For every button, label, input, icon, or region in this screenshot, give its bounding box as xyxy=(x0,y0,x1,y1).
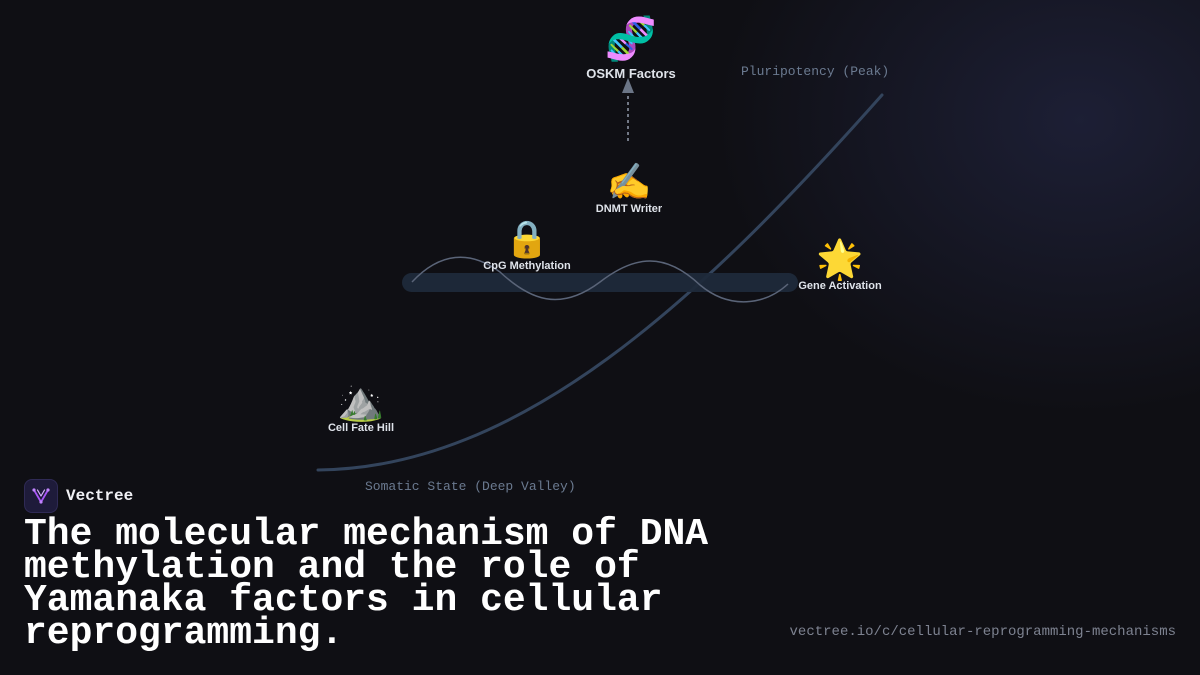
valley-label: Somatic State (Deep Valley) xyxy=(365,479,576,494)
lock-icon: 🔒 xyxy=(504,219,550,260)
star-icon: 🌟 xyxy=(816,237,864,281)
mountain-icon: ⛰️ xyxy=(337,379,385,423)
writing-hand-icon: ✍️ xyxy=(606,162,652,203)
page-title: The molecular mechanism of DNA methylati… xyxy=(24,513,709,655)
arrow-head-icon xyxy=(622,78,634,93)
node-dnmt-writer[interactable]: ✍️ DNMT Writer xyxy=(595,162,663,216)
vectree-logo-icon xyxy=(24,479,58,513)
node-cell-fate-hill[interactable]: ⛰️ Cell Fate Hill xyxy=(328,382,394,434)
dna-strand-wave xyxy=(411,256,789,303)
source-url[interactable]: vectree.io/c/cellular-reprogramming-mech… xyxy=(789,624,1176,640)
dna-icon: 🧬 xyxy=(604,14,658,63)
node-label: DNMT Writer xyxy=(595,203,663,215)
node-label: Cell Fate Hill xyxy=(327,422,395,434)
brand[interactable]: Vectree xyxy=(24,479,133,513)
brand-name: Vectree xyxy=(66,487,134,505)
node-oskm-factors[interactable]: 🧬 OSKM Factors xyxy=(586,14,676,82)
node-cpg-methylation[interactable]: 🔒 CpG Methylation xyxy=(483,219,571,273)
landscape-curve xyxy=(316,93,884,472)
peak-label: Pluripotency (Peak) xyxy=(741,64,890,79)
node-label: Gene Activation xyxy=(798,280,882,292)
node-gene-activation[interactable]: 🌟 Gene Activation xyxy=(798,240,881,292)
node-label: CpG Methylation xyxy=(483,260,571,272)
node-label: OSKM Factors xyxy=(586,66,676,81)
